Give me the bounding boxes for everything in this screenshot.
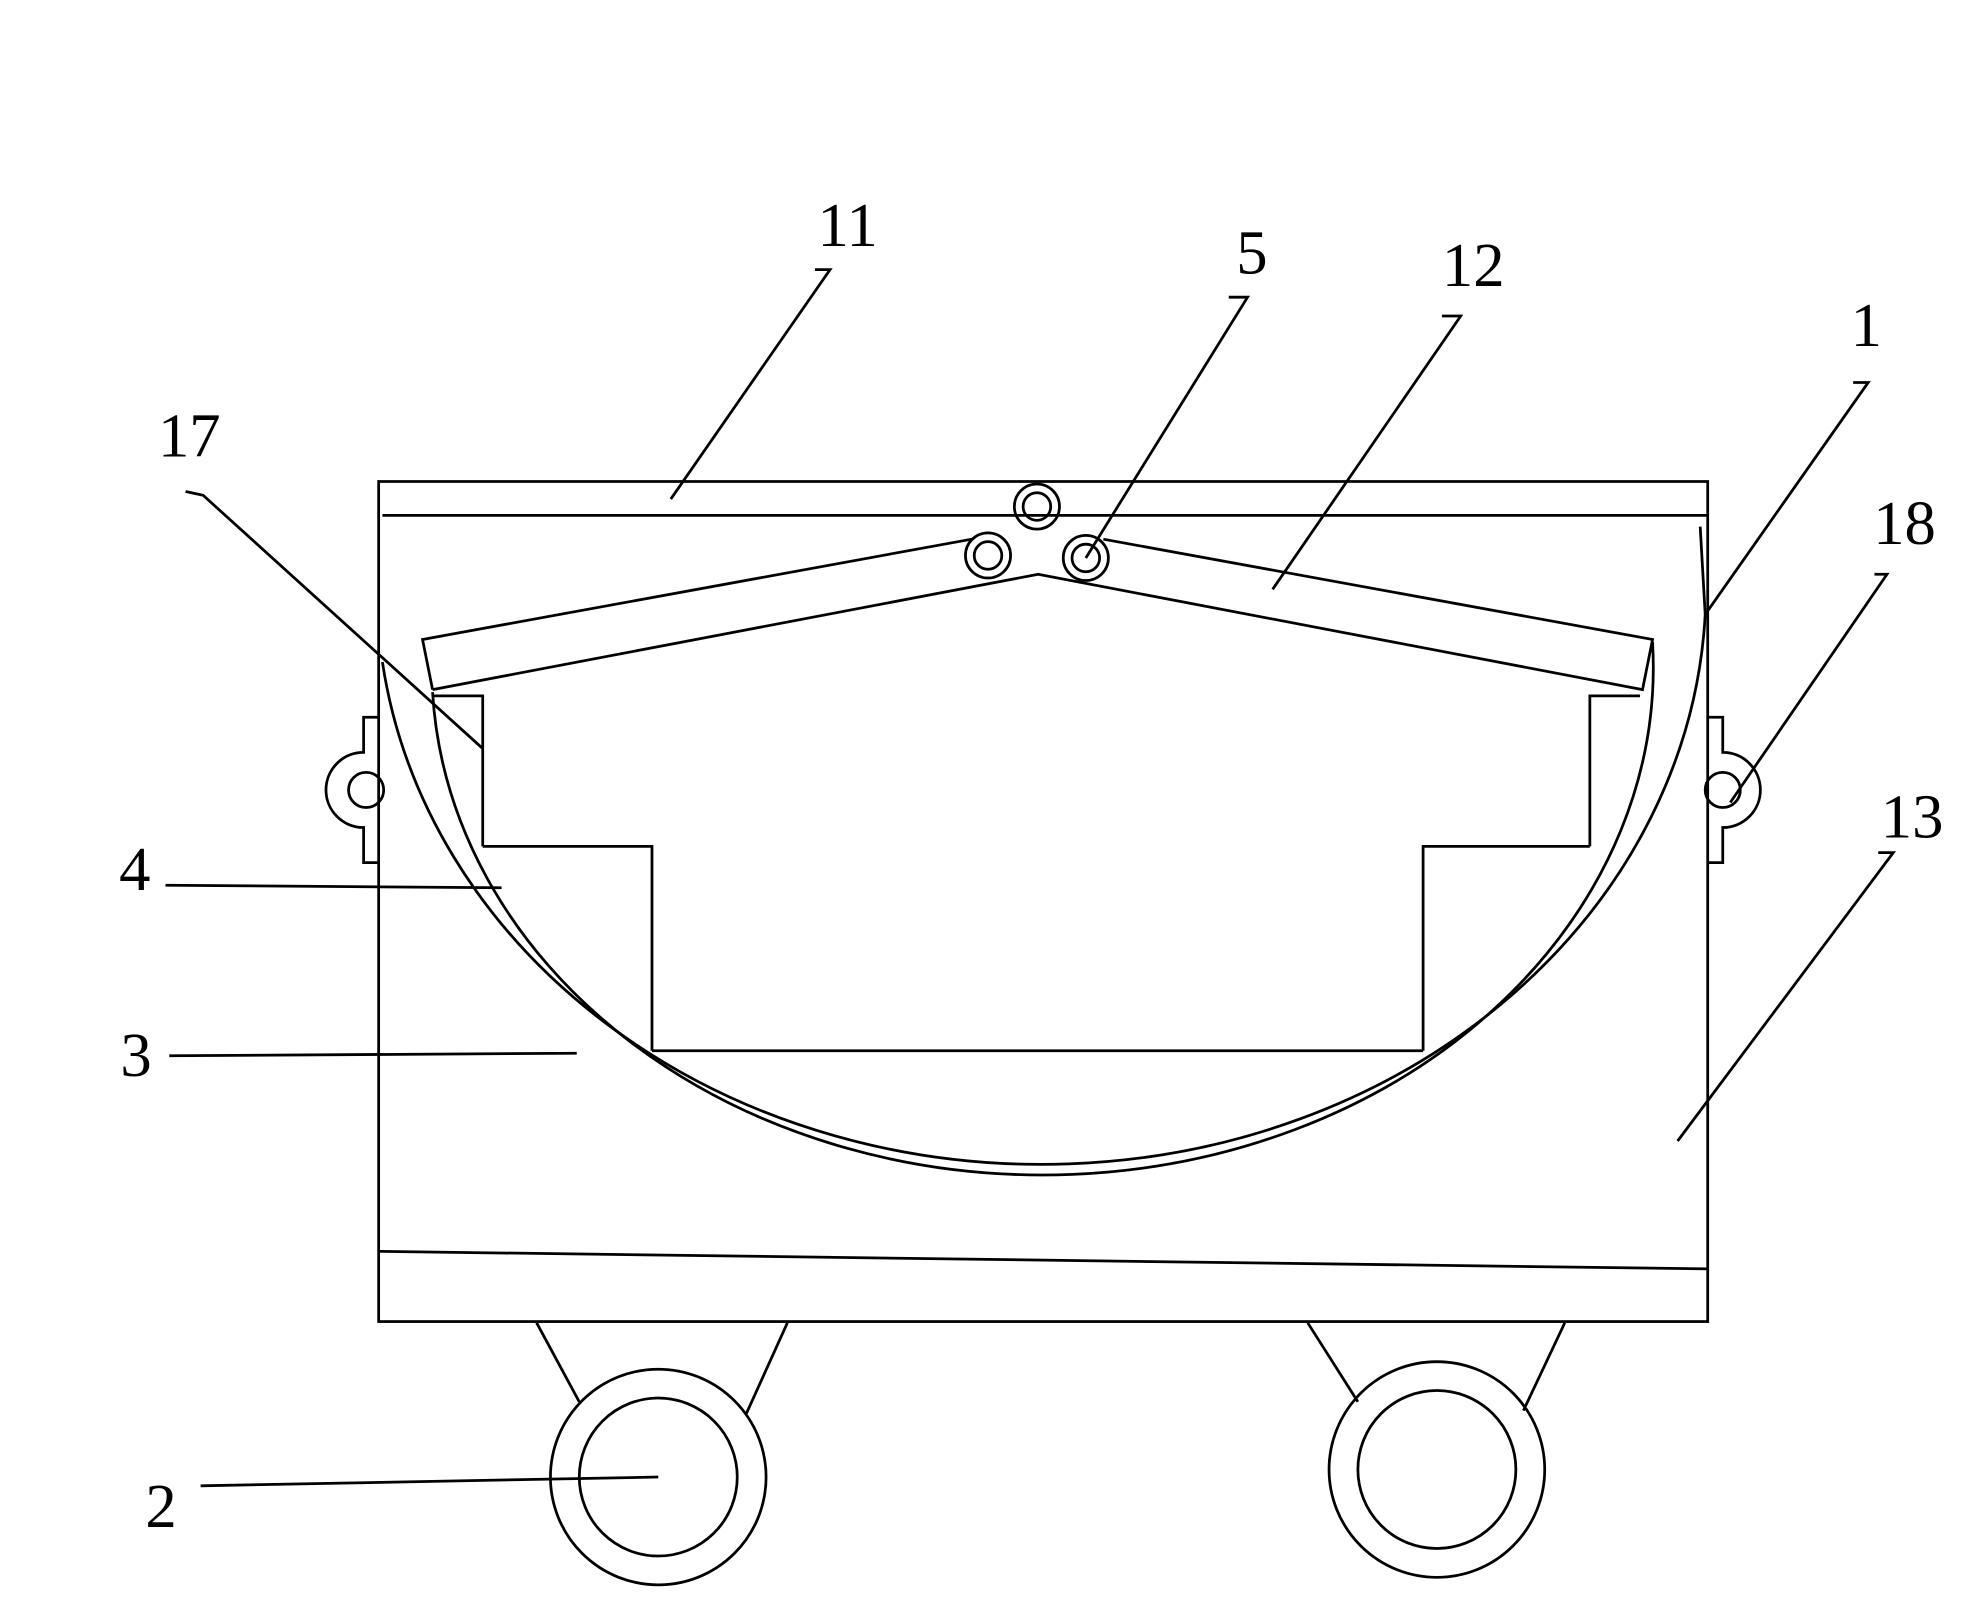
cart-body-outline: [377, 480, 1710, 1323]
label-18: 18: [1873, 488, 1936, 558]
lug-hole-left: [347, 771, 386, 809]
leader-lines: [165, 268, 1897, 1488]
lifting-lug-left: [324, 715, 379, 865]
roller-group: [964, 482, 1110, 582]
label-4: 4: [119, 834, 150, 904]
label-3: 3: [120, 1020, 151, 1090]
tank-right-edge: [1698, 526, 1707, 615]
label-11: 11: [817, 190, 877, 260]
support-block-left: [432, 694, 485, 847]
tank-outer-arc: [381, 614, 1707, 1166]
roof-cover: [420, 537, 1655, 692]
lifting-lug-right: [1707, 715, 1762, 865]
lug-hole-right: [1703, 771, 1742, 809]
support-block-right: [1588, 694, 1641, 847]
tank-inner-arc: [431, 641, 1655, 1177]
label-12: 12: [1442, 230, 1505, 300]
step-block-left: [482, 844, 654, 1051]
label-1: 1: [1851, 290, 1882, 360]
wheel-left: [535, 1322, 789, 1587]
label-13: 13: [1881, 782, 1944, 852]
label-17: 17: [158, 400, 221, 470]
label-2: 2: [145, 1471, 176, 1541]
wheel-right: [1306, 1322, 1567, 1579]
bottom-frame-line: [378, 1249, 1708, 1271]
label-5: 5: [1236, 217, 1267, 287]
step-block-right: [1421, 844, 1590, 1051]
